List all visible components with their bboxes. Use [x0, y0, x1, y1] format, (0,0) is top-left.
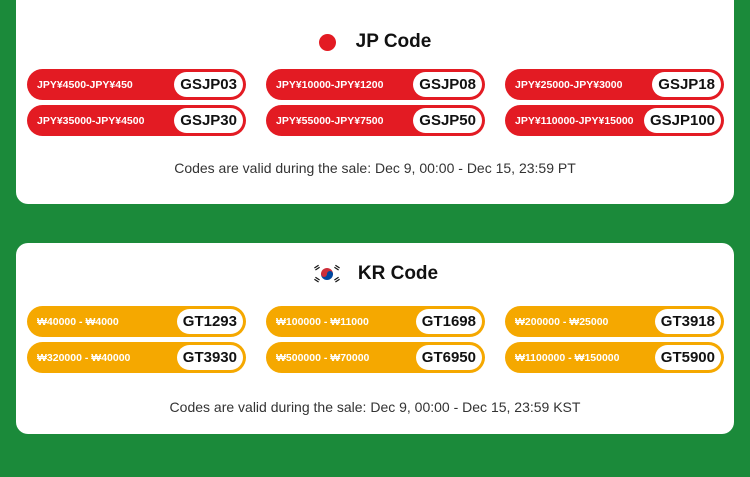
- jp-coupon-3[interactable]: JPY¥25000-JPY¥3000 GSJP18: [505, 69, 724, 100]
- kr-code-card: KR Code ₩40000 - ₩4000 GT1293 ₩100000 - …: [16, 243, 734, 434]
- coupon-range: JPY¥110000-JPY¥15000: [515, 114, 634, 127]
- jp-code-card: JP Code JPY¥4500-JPY¥450 GSJP03 JPY¥1000…: [16, 0, 734, 204]
- coupon-range: ₩320000 - ₩40000: [37, 351, 131, 364]
- kr-card-header: KR Code: [16, 260, 734, 288]
- coupon-range: ₩500000 - ₩70000: [276, 351, 370, 364]
- coupon-range: JPY¥10000-JPY¥1200: [276, 78, 384, 91]
- korea-flag-icon: [311, 264, 342, 284]
- japan-flag-icon: [318, 33, 336, 51]
- coupon-code[interactable]: GT6950: [415, 345, 482, 370]
- coupon-range: JPY¥4500-JPY¥450: [37, 78, 133, 91]
- jp-card-title: JP Code: [355, 31, 432, 52]
- jp-card-header: JP Code: [16, 28, 734, 56]
- coupon-code[interactable]: GT3918: [654, 309, 721, 334]
- coupon-code[interactable]: GT5900: [654, 345, 721, 370]
- kr-coupon-4[interactable]: ₩320000 - ₩40000 GT3930: [27, 342, 246, 373]
- coupon-range: ₩40000 - ₩4000: [37, 315, 119, 328]
- kr-coupon-6[interactable]: ₩1100000 - ₩150000 GT5900: [505, 342, 724, 373]
- kr-coupon-5[interactable]: ₩500000 - ₩70000 GT6950: [266, 342, 485, 373]
- coupon-code[interactable]: GT1293: [176, 309, 243, 334]
- coupon-range: JPY¥25000-JPY¥3000: [515, 78, 623, 91]
- coupon-range: JPY¥35000-JPY¥4500: [37, 114, 145, 127]
- kr-coupon-2[interactable]: ₩100000 - ₩11000 GT1698: [266, 306, 485, 337]
- kr-coupon-1[interactable]: ₩40000 - ₩4000 GT1293: [27, 306, 246, 337]
- kr-card-title: KR Code: [357, 263, 439, 284]
- coupon-code[interactable]: GSJP100: [643, 108, 721, 133]
- kr-code-grid: ₩40000 - ₩4000 GT1293 ₩100000 - ₩11000 G…: [27, 306, 724, 373]
- jp-coupon-1[interactable]: JPY¥4500-JPY¥450 GSJP03: [27, 69, 246, 100]
- jp-coupon-4[interactable]: JPY¥35000-JPY¥4500 GSJP30: [27, 105, 246, 136]
- kr-validity-note: Codes are valid during the sale: Dec 9, …: [169, 399, 581, 415]
- coupon-code[interactable]: GSJP08: [413, 72, 482, 97]
- coupon-range: ₩100000 - ₩11000: [276, 315, 369, 328]
- coupon-code[interactable]: GSJP50: [413, 108, 482, 133]
- jp-coupon-5[interactable]: JPY¥55000-JPY¥7500 GSJP50: [266, 105, 485, 136]
- coupon-range: ₩1100000 - ₩150000: [515, 351, 620, 364]
- coupon-range: ₩200000 - ₩25000: [515, 315, 609, 328]
- coupon-code[interactable]: GSJP03: [174, 72, 243, 97]
- jp-coupon-6[interactable]: JPY¥110000-JPY¥15000 GSJP100: [505, 105, 724, 136]
- jp-code-grid: JPY¥4500-JPY¥450 GSJP03 JPY¥10000-JPY¥12…: [27, 69, 724, 136]
- coupon-code[interactable]: GT3930: [176, 345, 243, 370]
- coupon-code[interactable]: GT1698: [415, 309, 482, 334]
- coupon-code[interactable]: GSJP18: [652, 72, 721, 97]
- jp-coupon-2[interactable]: JPY¥10000-JPY¥1200 GSJP08: [266, 69, 485, 100]
- coupon-code[interactable]: GSJP30: [174, 108, 243, 133]
- kr-coupon-3[interactable]: ₩200000 - ₩25000 GT3918: [505, 306, 724, 337]
- jp-validity-note: Codes are valid during the sale: Dec 9, …: [174, 160, 576, 176]
- coupon-range: JPY¥55000-JPY¥7500: [276, 114, 384, 127]
